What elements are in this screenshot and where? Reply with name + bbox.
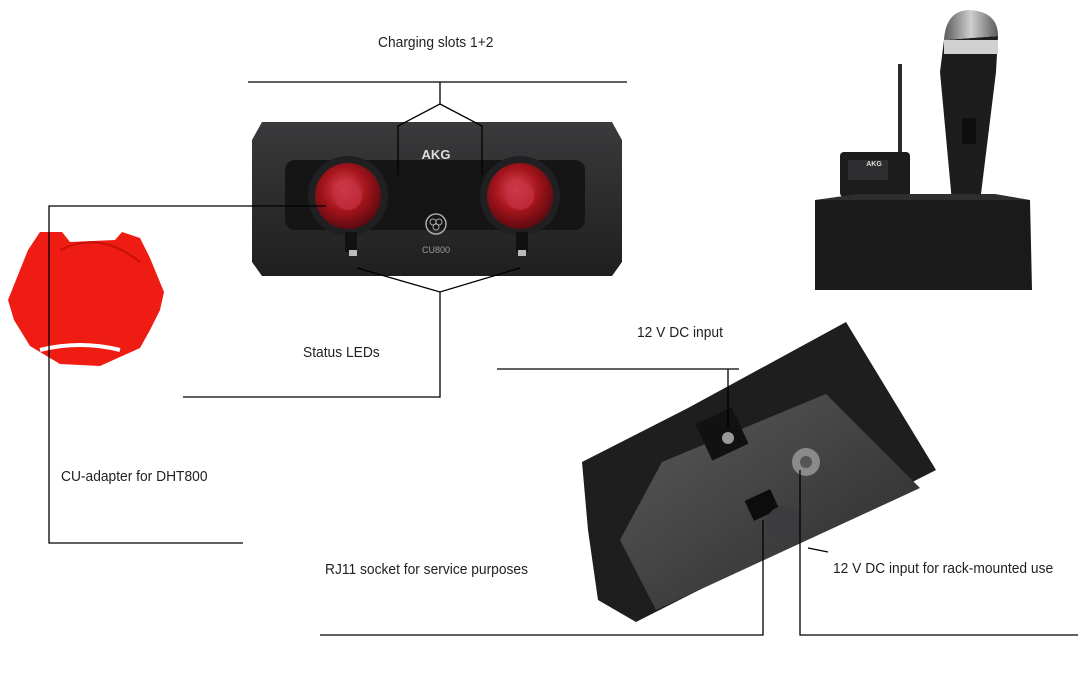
- charging-slot-1: [308, 156, 388, 256]
- model-text: CU800: [422, 245, 450, 255]
- charger-front-view: [252, 122, 622, 276]
- leader-lines: [48, 81, 1078, 636]
- dc-input-socket: [722, 432, 734, 444]
- cu-adapter-image: [8, 232, 164, 366]
- dc-input-rack-label: 12 V DC input for rack-mounted use: [833, 560, 1054, 577]
- status-leds-label: Status LEDs: [303, 344, 380, 361]
- dc-input-label: 12 V DC input: [637, 324, 723, 341]
- status-led-1: [349, 250, 357, 256]
- charger-with-transmitters-image: [815, 10, 1032, 290]
- rj11-label: RJ11 socket for service purposes: [325, 561, 529, 578]
- status-led-2: [518, 250, 526, 256]
- charging-slot-2: [480, 156, 560, 256]
- charger-bottom-view: [582, 322, 936, 622]
- bodypack-brand-text: AKG: [866, 161, 882, 168]
- cu-adapter-label: CU-adapter for DHT800: [61, 468, 208, 485]
- akg-logo-mark: [425, 213, 447, 235]
- brand-text: AKG: [422, 147, 451, 162]
- charging-slots-label: Charging slots 1+2: [378, 34, 494, 51]
